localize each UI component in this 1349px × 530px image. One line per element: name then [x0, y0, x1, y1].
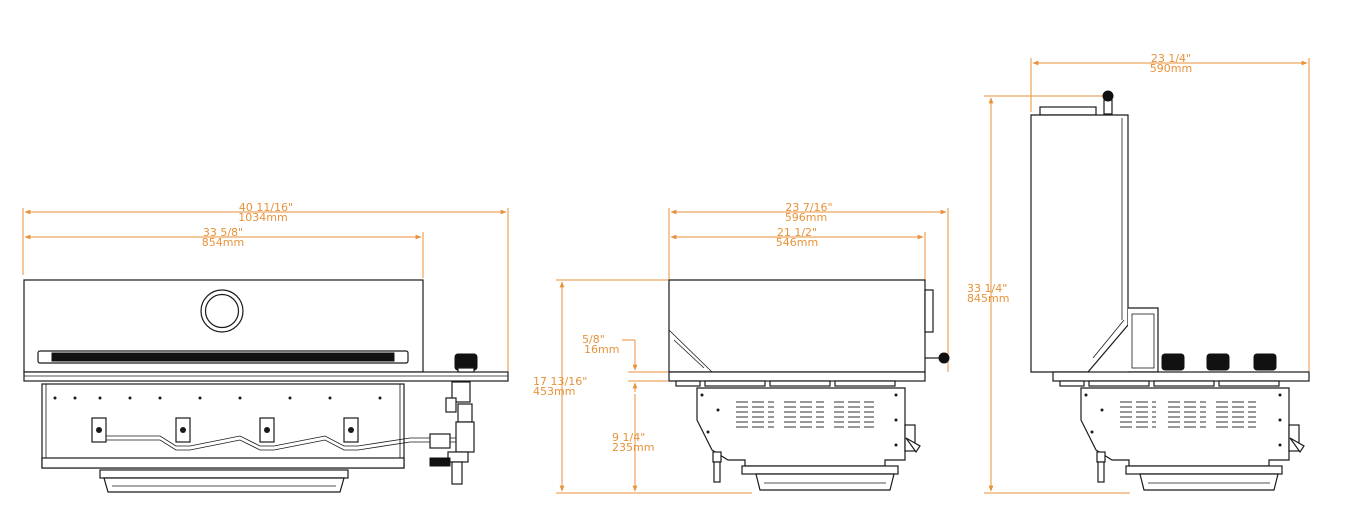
side-body-height-metric: 235mm — [612, 441, 654, 454]
side-trim-top — [668, 371, 926, 382]
front-overall-width-metric: 1034mm — [238, 211, 287, 224]
open-height-imperial: 33 1/4" — [967, 282, 1007, 295]
front-gas-manifold — [106, 433, 470, 451]
front-view: 40 11/16" 1034mm 33 5/8" 854mm — [22, 201, 509, 493]
side-body — [696, 387, 921, 483]
open-depth-imperial: 23 1/4" — [1151, 52, 1191, 65]
open-height-metric: 845mm — [967, 292, 1009, 305]
side-lip-height-dimension: 5/8" 16mm — [582, 333, 668, 392]
open-knobs — [1161, 353, 1277, 371]
side-body-height-imperial: 9 1/4" — [612, 431, 645, 444]
front-hood-width-metric: 854mm — [202, 236, 244, 249]
front-gas-regulator — [429, 381, 475, 485]
open-depth-metric: 590mm — [1150, 62, 1192, 75]
side-view: 23 7/16" 596mm 21 1/2" 546mm 17 13/16" 4… — [533, 201, 950, 494]
open-body — [1080, 387, 1305, 483]
side-hood-depth-metric: 546mm — [776, 236, 818, 249]
side-overall-depth-metric: 596mm — [785, 211, 827, 224]
open-trim-top — [1052, 371, 1310, 382]
front-hood-width-imperial: 33 5/8" — [203, 226, 243, 239]
open-hood — [1030, 90, 1159, 373]
open-trim-bars — [1059, 380, 1280, 387]
side-hood-depth-dimension: 21 1/2" 546mm — [670, 226, 926, 280]
front-hood-width-dimension: 33 5/8" 854mm — [24, 226, 424, 278]
side-trim-bars — [675, 380, 896, 387]
side-overall-height-imperial: 17 13/16" — [533, 375, 587, 388]
front-burner-valves — [91, 417, 359, 443]
side-body-height-dimension: 9 1/4" 235mm — [612, 394, 654, 492]
front-trim-top — [23, 371, 509, 382]
side-overall-depth-dimension: 23 7/16" 596mm — [668, 201, 949, 372]
side-hood-depth-imperial: 21 1/2" — [777, 226, 817, 239]
front-knob — [454, 353, 478, 373]
front-hood — [23, 279, 424, 373]
side-overall-depth-imperial: 23 7/16" — [785, 201, 832, 214]
open-height-dimension: 33 1/4" 845mm — [967, 95, 1130, 494]
front-overall-width-imperial: 40 11/16" — [239, 201, 293, 214]
front-overall-width-dimension: 40 11/16" 1034mm — [22, 201, 509, 372]
side-lip-height-imperial: 5/8" — [582, 333, 605, 346]
front-drip-tray — [99, 469, 349, 493]
side-overall-height-dimension: 17 13/16" 453mm — [533, 279, 752, 494]
open-depth-dimension: 23 1/4" 590mm — [1030, 52, 1310, 372]
side-lip-height-metric: 16mm — [584, 343, 619, 356]
open-drip-tray — [1125, 465, 1283, 491]
side-drip-tray — [741, 465, 899, 491]
side-overall-height-metric: 453mm — [533, 385, 575, 398]
open-view: 23 1/4" 590mm 33 1/4" 845mm — [967, 52, 1310, 494]
side-hood — [668, 279, 950, 373]
